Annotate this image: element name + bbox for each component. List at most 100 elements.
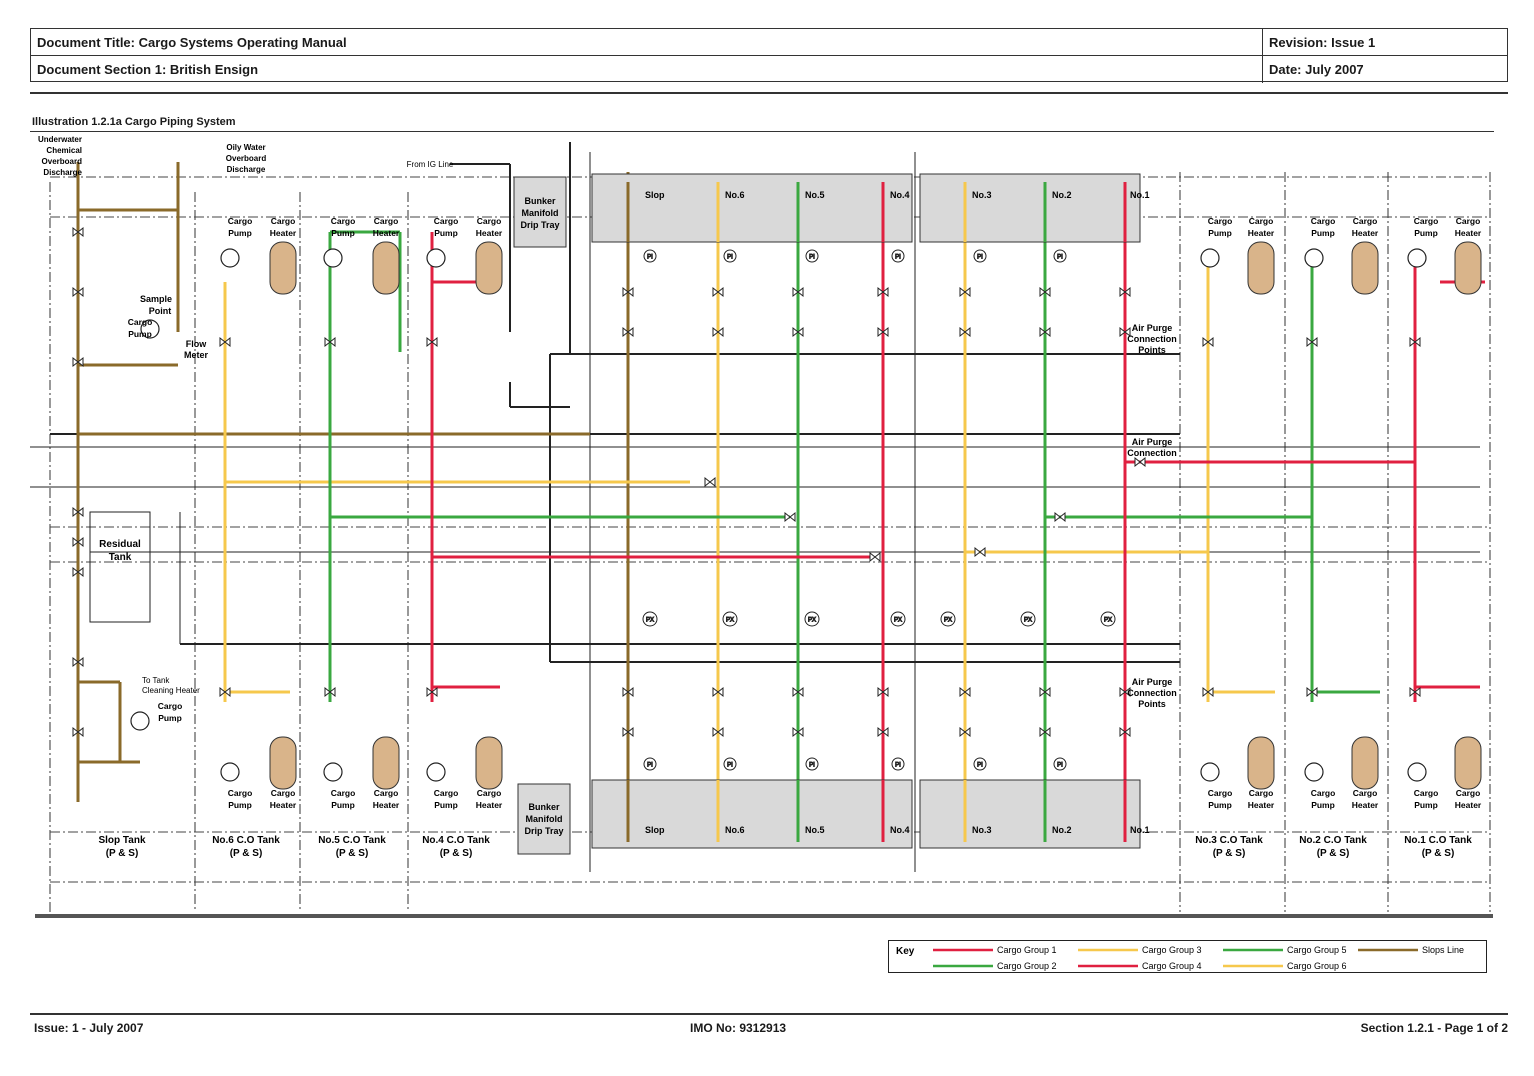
column-name-6: No.1 C.O Tank (1404, 835, 1472, 846)
px-gauge-label: PX (944, 618, 952, 624)
valve-icon (426, 336, 438, 348)
pi-gauge-label: PI (647, 763, 653, 769)
valve-icon (72, 656, 84, 668)
valve-icon (877, 686, 889, 698)
sample-pump-label: Pump (128, 329, 152, 339)
top-tank-no5: No.5 (805, 190, 825, 200)
pump-label: Pump (434, 800, 458, 810)
left-labels: Underwater Chemical Overboard Discharge (38, 135, 83, 177)
heater-label: Heater (476, 228, 503, 238)
overboard-label: Overboard (42, 157, 83, 166)
valve-icon (877, 286, 889, 298)
heater-icon (1454, 736, 1482, 790)
pi-gauge-icon (723, 757, 737, 771)
heater-icon (475, 736, 503, 790)
valve-icon (792, 686, 804, 698)
heater-label: Cargo (271, 788, 296, 798)
sample-pump-label: Cargo (128, 317, 153, 327)
air-purge-top-l1: Air Purge (1132, 323, 1173, 333)
legend-label-2: Cargo Group 5 (1287, 945, 1347, 955)
residual-tank (89, 511, 151, 623)
valve-icon (959, 326, 971, 338)
heater-icon (269, 241, 297, 295)
pi-gauge-label: PI (727, 255, 733, 261)
group5-line (328, 222, 800, 812)
valve-icon (712, 326, 724, 338)
valve-icon (959, 686, 971, 698)
pi-gauge-icon (643, 757, 657, 771)
top-tank-slop: Slop (645, 190, 665, 200)
valve-icon (219, 686, 231, 698)
valve-icon (712, 726, 724, 738)
heater-icon (269, 736, 297, 790)
legend-title: Key (896, 946, 915, 957)
pump-icon (1304, 762, 1324, 782)
heater-label: Heater (373, 228, 400, 238)
pump-label: Pump (434, 228, 458, 238)
valve-icon (622, 326, 634, 338)
pump-label: Pump (331, 800, 355, 810)
pump-label: Cargo (1414, 216, 1439, 226)
valve-icon (1039, 686, 1051, 698)
pumps (130, 248, 1427, 782)
valve-icon (324, 686, 336, 698)
tray-overlays (626, 182, 1127, 842)
heater-label: Cargo (1249, 788, 1274, 798)
footer-imo: IMO No: 9312913 (690, 1021, 787, 1035)
column-name-2: No.5 C.O Tank (318, 835, 386, 846)
column-sub-6: (P & S) (1422, 848, 1455, 859)
header-rule (30, 92, 1508, 94)
bunker-bot-l2: Manifold (526, 814, 563, 824)
valve-icon (877, 326, 889, 338)
pump-label: Cargo (1311, 216, 1336, 226)
pump-icon (1200, 248, 1220, 268)
px-gauge-icon (1020, 611, 1036, 627)
heater-label: Heater (270, 228, 297, 238)
column-sub-3: (P & S) (440, 848, 473, 859)
px-gauge-icon (722, 611, 738, 627)
ig-line (450, 163, 570, 408)
sample-point-l1: Sample (140, 294, 172, 304)
pi-gauge-icon (1053, 249, 1067, 263)
pi-gauge-icon (805, 757, 819, 771)
bottom-tray-fwd (919, 779, 1141, 849)
pump-label: Cargo (1414, 788, 1439, 798)
valve-icon (792, 326, 804, 338)
column-labels: Slop Tank(P & S)No.6 C.O Tank(P & S)No.5… (98, 835, 1472, 859)
pi-gauge-icon (891, 757, 905, 771)
pi-gauge-icon (1053, 757, 1067, 771)
valve-icon (1119, 326, 1131, 338)
heater-icon (1454, 241, 1482, 295)
pump-label: Pump (1414, 800, 1438, 810)
heater-icon (1351, 241, 1379, 295)
heater-label: Cargo (1353, 788, 1378, 798)
column-sub-2: (P & S) (336, 848, 369, 859)
to-tank-l2: Cleaning Heater (142, 686, 200, 695)
group4-line (430, 222, 885, 812)
pi-gauge-label: PI (895, 763, 901, 769)
pi-gauge-label: PI (1057, 255, 1063, 261)
px-gauge-icon (1100, 611, 1116, 627)
heater-label: Heater (1352, 800, 1379, 810)
column-name-0: Slop Tank (98, 835, 145, 846)
pi-gauge-icon (891, 249, 905, 263)
flow-meter-l2: Meter (184, 350, 209, 360)
revision: Revision: Issue 1 (1269, 35, 1376, 50)
heater-label: Heater (1455, 228, 1482, 238)
heater-label: Heater (1248, 228, 1275, 238)
bunker-top-l3: Drip Tray (520, 220, 559, 230)
valve-icon (72, 286, 84, 298)
pi-gauge-label: PI (977, 255, 983, 261)
bottom-tank-labels: Slop No.6 No.5 No.4 No.3 No.2 No.1 (645, 825, 1150, 835)
pump-label: Pump (1208, 800, 1232, 810)
illustration-title: Illustration 1.2.1a Cargo Piping System (32, 116, 236, 128)
valve-icon (792, 286, 804, 298)
column-sub-4: (P & S) (1213, 848, 1246, 859)
valve-symbols (72, 226, 1421, 738)
air-purge-bot-l3: Points (1138, 699, 1166, 709)
pi-gauge-icon (805, 249, 819, 263)
valve-icon (622, 726, 634, 738)
chemical-label: Chemical (46, 146, 82, 155)
heater-icon (1247, 241, 1275, 295)
pi-gauge-icon (643, 249, 657, 263)
